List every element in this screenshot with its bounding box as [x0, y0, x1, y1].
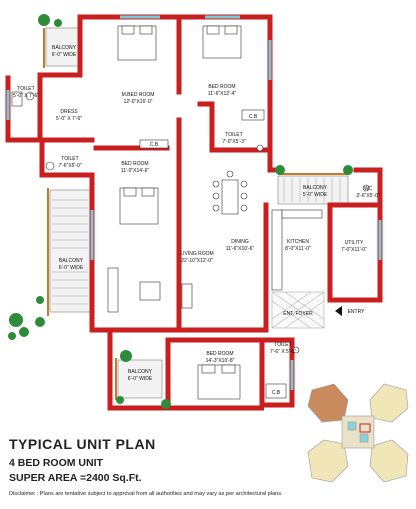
dining-name: DINING — [231, 239, 249, 245]
disclaimer: Disclaimer : Plans are tentative subject… — [9, 491, 283, 497]
balcony-bottom-size: 6'-0" WIDE — [128, 376, 153, 382]
entry-label: ENTRY — [348, 309, 366, 315]
utility-size: 7'-0"X11'-0" — [341, 247, 367, 253]
key-plan-wing-bottom-right — [369, 439, 409, 483]
dress-name: DRESS — [60, 109, 78, 115]
bed-room-top-name: BED ROOM — [208, 84, 235, 90]
furniture — [11, 25, 370, 400]
m-bed-room-name: M.BED ROOM — [122, 92, 155, 98]
dining-size: 11'-6"X10'-6" — [226, 246, 255, 252]
balcony-top-left-deck — [45, 27, 81, 67]
balcony-rails — [43, 28, 350, 400]
dining-table — [221, 179, 239, 215]
toilet-center-size: 7'-0"X5'-3" — [222, 139, 245, 145]
balcony-left-size: 6'-0" WIDE — [59, 265, 84, 271]
deck-hatching — [52, 178, 341, 305]
toilet-bottom-name: TOILET — [274, 342, 291, 348]
cb-mid-label: C.B — [150, 142, 159, 148]
bed-room-bottom-size: 14'-3"X10'-8" — [206, 358, 235, 364]
toilet-bottom-size: 7'-6" X 5'-0" — [270, 349, 296, 355]
bed-room-mid-name: BED ROOM — [121, 161, 148, 167]
super-area: SUPER AREA =2400 Sq.Ft. — [9, 472, 142, 484]
utility-name: UTILITY — [345, 240, 364, 246]
wardrobe-cb-top — [241, 109, 265, 121]
balcony-left-deck — [49, 189, 91, 313]
wc-size: 3'-6"X5'-0" — [356, 193, 379, 199]
key-plan-highlight — [359, 423, 371, 433]
balcony-right-size: 5'-0" WIDE — [303, 192, 328, 198]
key-plan — [307, 383, 409, 483]
plan-title: TYPICAL UNIT PLAN — [9, 436, 156, 452]
bed-room-bottom-name: BED ROOM — [206, 351, 233, 357]
wardrobe-cb-bottom — [265, 383, 287, 399]
toilet-top-left-name: TOILET — [17, 86, 34, 92]
sofa-left — [107, 267, 119, 313]
dress-size: 5'-0" X 7'-6" — [56, 116, 82, 122]
toilet-center-name: TOILET — [225, 132, 242, 138]
cb-top-label: C.B — [249, 114, 258, 120]
unit-type: 4 BED ROOM UNIT — [9, 457, 103, 469]
sofa-right — [181, 283, 193, 309]
balcony-decks — [45, 27, 349, 399]
balcony-bottom-name: BALCONY — [128, 369, 153, 375]
bed-room-top-size: 11'-6"X12'-4" — [208, 91, 237, 97]
balcony-left-name: BALCONY — [59, 258, 84, 264]
cb-bottom-label: C.B — [272, 390, 281, 396]
balcony-top-left-size: 6'-0" WIDE — [52, 52, 77, 58]
wardrobe-cb-mid — [139, 139, 169, 149]
toilet-left-name: TOILET — [61, 156, 78, 162]
m-bed-room-size: 12'-0"X16'-0" — [124, 99, 153, 105]
key-plan-wing-top-right — [369, 383, 409, 423]
floor-plan: BALCONY 6'-0" WIDE M.BED ROOM 12'-0"X16'… — [5, 14, 383, 411]
wc-name: WC — [364, 186, 373, 192]
key-plan-blocks — [307, 383, 409, 483]
balcony-right-deck — [277, 175, 349, 205]
toilet-top-left-size: 5'-0" X 7'-6" — [13, 93, 39, 99]
kitchen-counter — [271, 209, 283, 291]
foyer-tiles — [271, 291, 325, 329]
bed-room-mid-size: 11'-0"X14'-6" — [121, 168, 150, 174]
balcony-top-left-name: BALCONY — [52, 45, 77, 51]
coffee-table — [139, 281, 161, 301]
key-plan-wing-bottom-left — [307, 439, 349, 483]
entry-arrow-icon — [335, 306, 342, 316]
plants — [8, 14, 353, 409]
walls — [5, 14, 383, 411]
kitchen-name: KITCHEN — [287, 239, 309, 245]
balcony-bottom-deck — [117, 359, 163, 399]
balcony-right-name: BALCONY — [303, 185, 328, 191]
ent-foyer-label: ENT. FOYER — [283, 311, 313, 317]
toilet-left-size: 7'-6"X5'-0" — [58, 163, 81, 169]
living-room-name: LIVING ROOM — [180, 251, 213, 257]
kitchen-size: 8'-0"X11'-0" — [285, 246, 311, 252]
living-room-size: 22'-10"X12'-0" — [181, 258, 213, 264]
